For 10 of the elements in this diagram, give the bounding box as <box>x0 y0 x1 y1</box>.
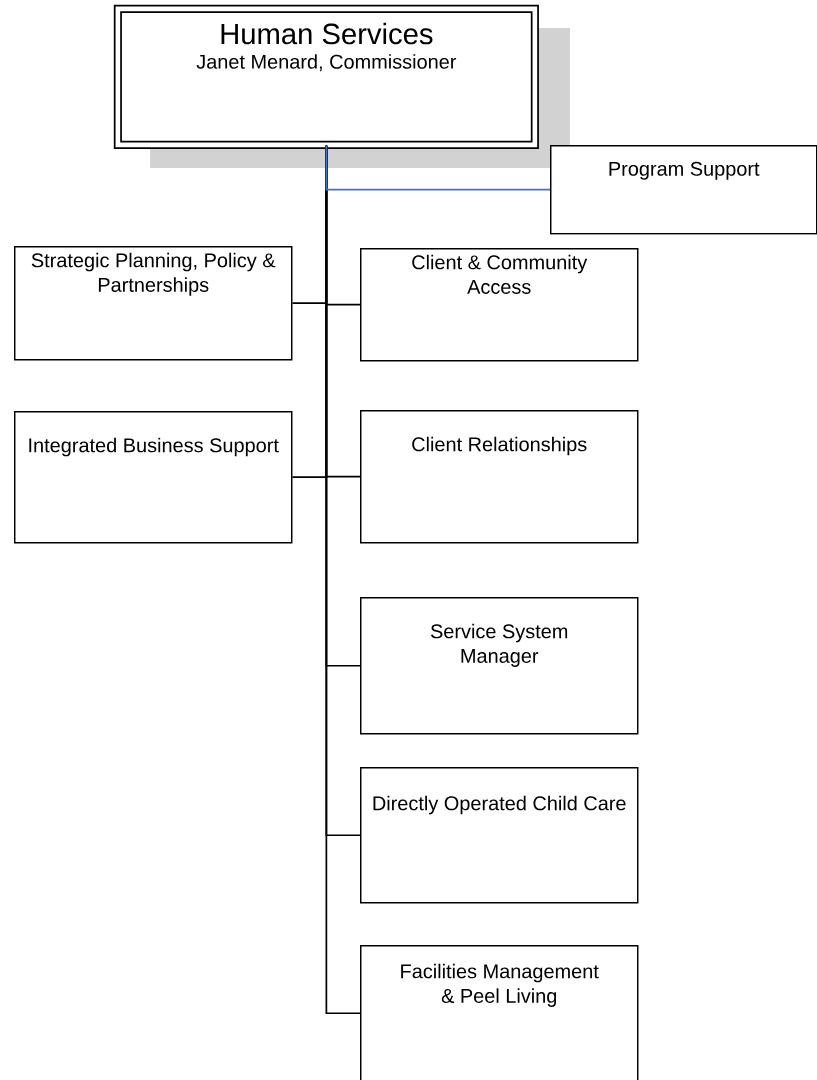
department-box: Directly Operated Child Care <box>360 767 639 904</box>
connector-line <box>325 144 551 191</box>
title-box: Human Services Janet Menard, Commissioner <box>113 4 539 149</box>
department-box: Facilities Management & Peel Living <box>360 945 639 1080</box>
department-box: Service System Manager <box>360 597 639 735</box>
department-box: Integrated Business Support <box>14 411 293 544</box>
department-box: Program Support <box>550 145 817 235</box>
department-box: Client Relationships <box>360 410 639 544</box>
department-box: Strategic Planning, Policy & Partnerships <box>14 246 293 361</box>
department-box: Client & Community Access <box>360 248 639 362</box>
